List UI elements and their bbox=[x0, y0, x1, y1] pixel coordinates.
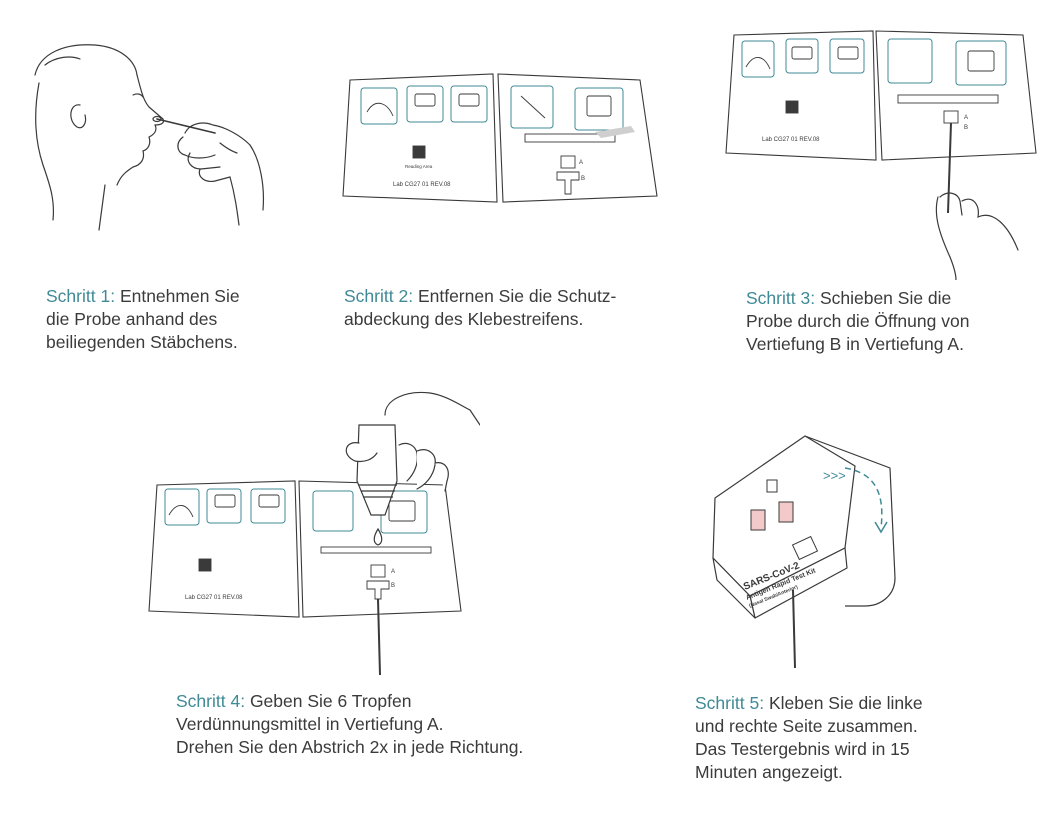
step5-label: Schritt 5: bbox=[695, 693, 765, 713]
well-b-label-3: B bbox=[964, 125, 968, 131]
step4-text-line3: Drehen Sie den Abstrich 2x in jede Richt… bbox=[176, 737, 524, 757]
step4-illustration: A B Lab CG27 01 REV.08 bbox=[148, 391, 480, 676]
step1-text-line1: Entnehmen Sie bbox=[119, 286, 240, 306]
step4-text-line1: Geben Sie 6 Tropfen bbox=[249, 691, 412, 711]
well-b-label: B bbox=[581, 176, 585, 182]
step2-caption: Schritt 2: Entfernen Sie die Schutz- abd… bbox=[344, 285, 616, 331]
reading-area-text: Reading Area bbox=[405, 164, 433, 169]
fold-arrows: >>> bbox=[823, 468, 846, 483]
step5-text-line3: Das Testergebnis wird in 15 bbox=[695, 739, 910, 759]
lot-text-4: Lab CG27 01 REV.08 bbox=[185, 595, 243, 601]
step3-text-line3: Vertiefung B in Vertiefung A. bbox=[746, 334, 964, 354]
step5-text-line4: Minuten angezeigt. bbox=[695, 762, 843, 782]
step3-text-line2: Probe durch die Öffnung von bbox=[746, 311, 970, 331]
step2-label: Schritt 2: bbox=[344, 286, 414, 306]
step1-text-line3: beiliegenden Stäbchens. bbox=[46, 332, 238, 352]
well-a-label-3: A bbox=[964, 115, 968, 121]
well-a-label: A bbox=[579, 160, 583, 166]
step4-text-line2: Verdünnungsmittel in Vertiefung A. bbox=[176, 714, 444, 734]
step5-text-line1: Kleben Sie die linke bbox=[768, 693, 923, 713]
step2-illustration: A B Reading Area Lab CG27 01 REV.08 bbox=[342, 73, 658, 203]
step2-text-line2: abdeckung des Klebestreifens. bbox=[344, 309, 584, 329]
step3-text-line1: Schieben Sie die bbox=[819, 288, 952, 308]
step2-text-line1: Entfernen Sie die Schutz- bbox=[417, 286, 617, 306]
step4-label: Schritt 4: bbox=[176, 691, 246, 711]
step1-text-line2: die Probe anhand des bbox=[46, 309, 218, 329]
step5-illustration: >>> SARS-CoV-2 Antigen Rapid Test Kit (N… bbox=[712, 435, 896, 669]
step3-illustration: A B Lab CG27 01 REV.08 bbox=[725, 30, 1037, 280]
step4-caption: Schritt 4: Geben Sie 6 Tropfen Verdünnun… bbox=[176, 690, 523, 759]
step3-caption: Schritt 3: Schieben Sie die Probe durch … bbox=[746, 287, 969, 356]
step5-text-line2: und rechte Seite zusammen. bbox=[695, 716, 918, 736]
step3-label: Schritt 3: bbox=[746, 288, 816, 308]
well-a-label-4: A bbox=[391, 569, 395, 575]
lot-text-3: Lab CG27 01 REV.08 bbox=[762, 137, 820, 143]
step1-illustration bbox=[34, 44, 265, 231]
step5-caption: Schritt 5: Kleben Sie die linke und rech… bbox=[695, 692, 923, 784]
step1-caption: Schritt 1: Entnehmen Sie die Probe anhan… bbox=[46, 285, 240, 354]
step1-label: Schritt 1: bbox=[46, 286, 116, 306]
lot-text: Lab CG27 01 REV.08 bbox=[393, 182, 451, 188]
well-b-label-4: B bbox=[391, 583, 395, 589]
